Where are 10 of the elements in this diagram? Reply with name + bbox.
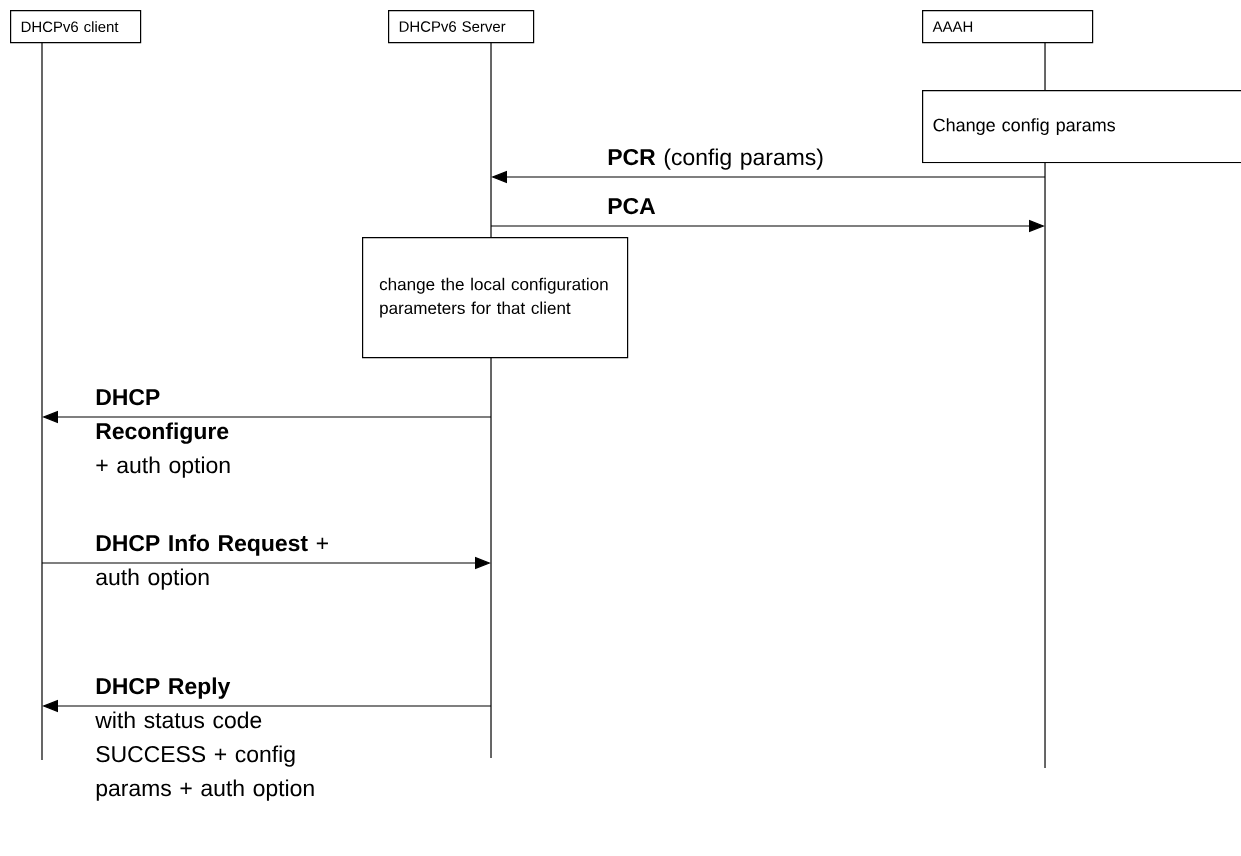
lifeline-header-box: DHCPv6 Server (388, 10, 535, 44)
lifeline-header-box: DHCPv6 client (10, 10, 142, 44)
note-box: Change config params (922, 90, 1241, 164)
edge-label: DHCP Info Request + auth option (96, 534, 328, 590)
note-box: change the local configuration parameters for that client (362, 237, 629, 359)
edge-label: DHCP Reply with status code SUCCESS + config params + auth option (95, 677, 314, 801)
edge-label: PCA (608, 198, 656, 215)
edge-label: DHCP Reconfigure + auth option (96, 389, 230, 478)
edge-label: PCR (config params) (608, 148, 823, 170)
lifeline-header-box: AAAH (922, 10, 1094, 44)
